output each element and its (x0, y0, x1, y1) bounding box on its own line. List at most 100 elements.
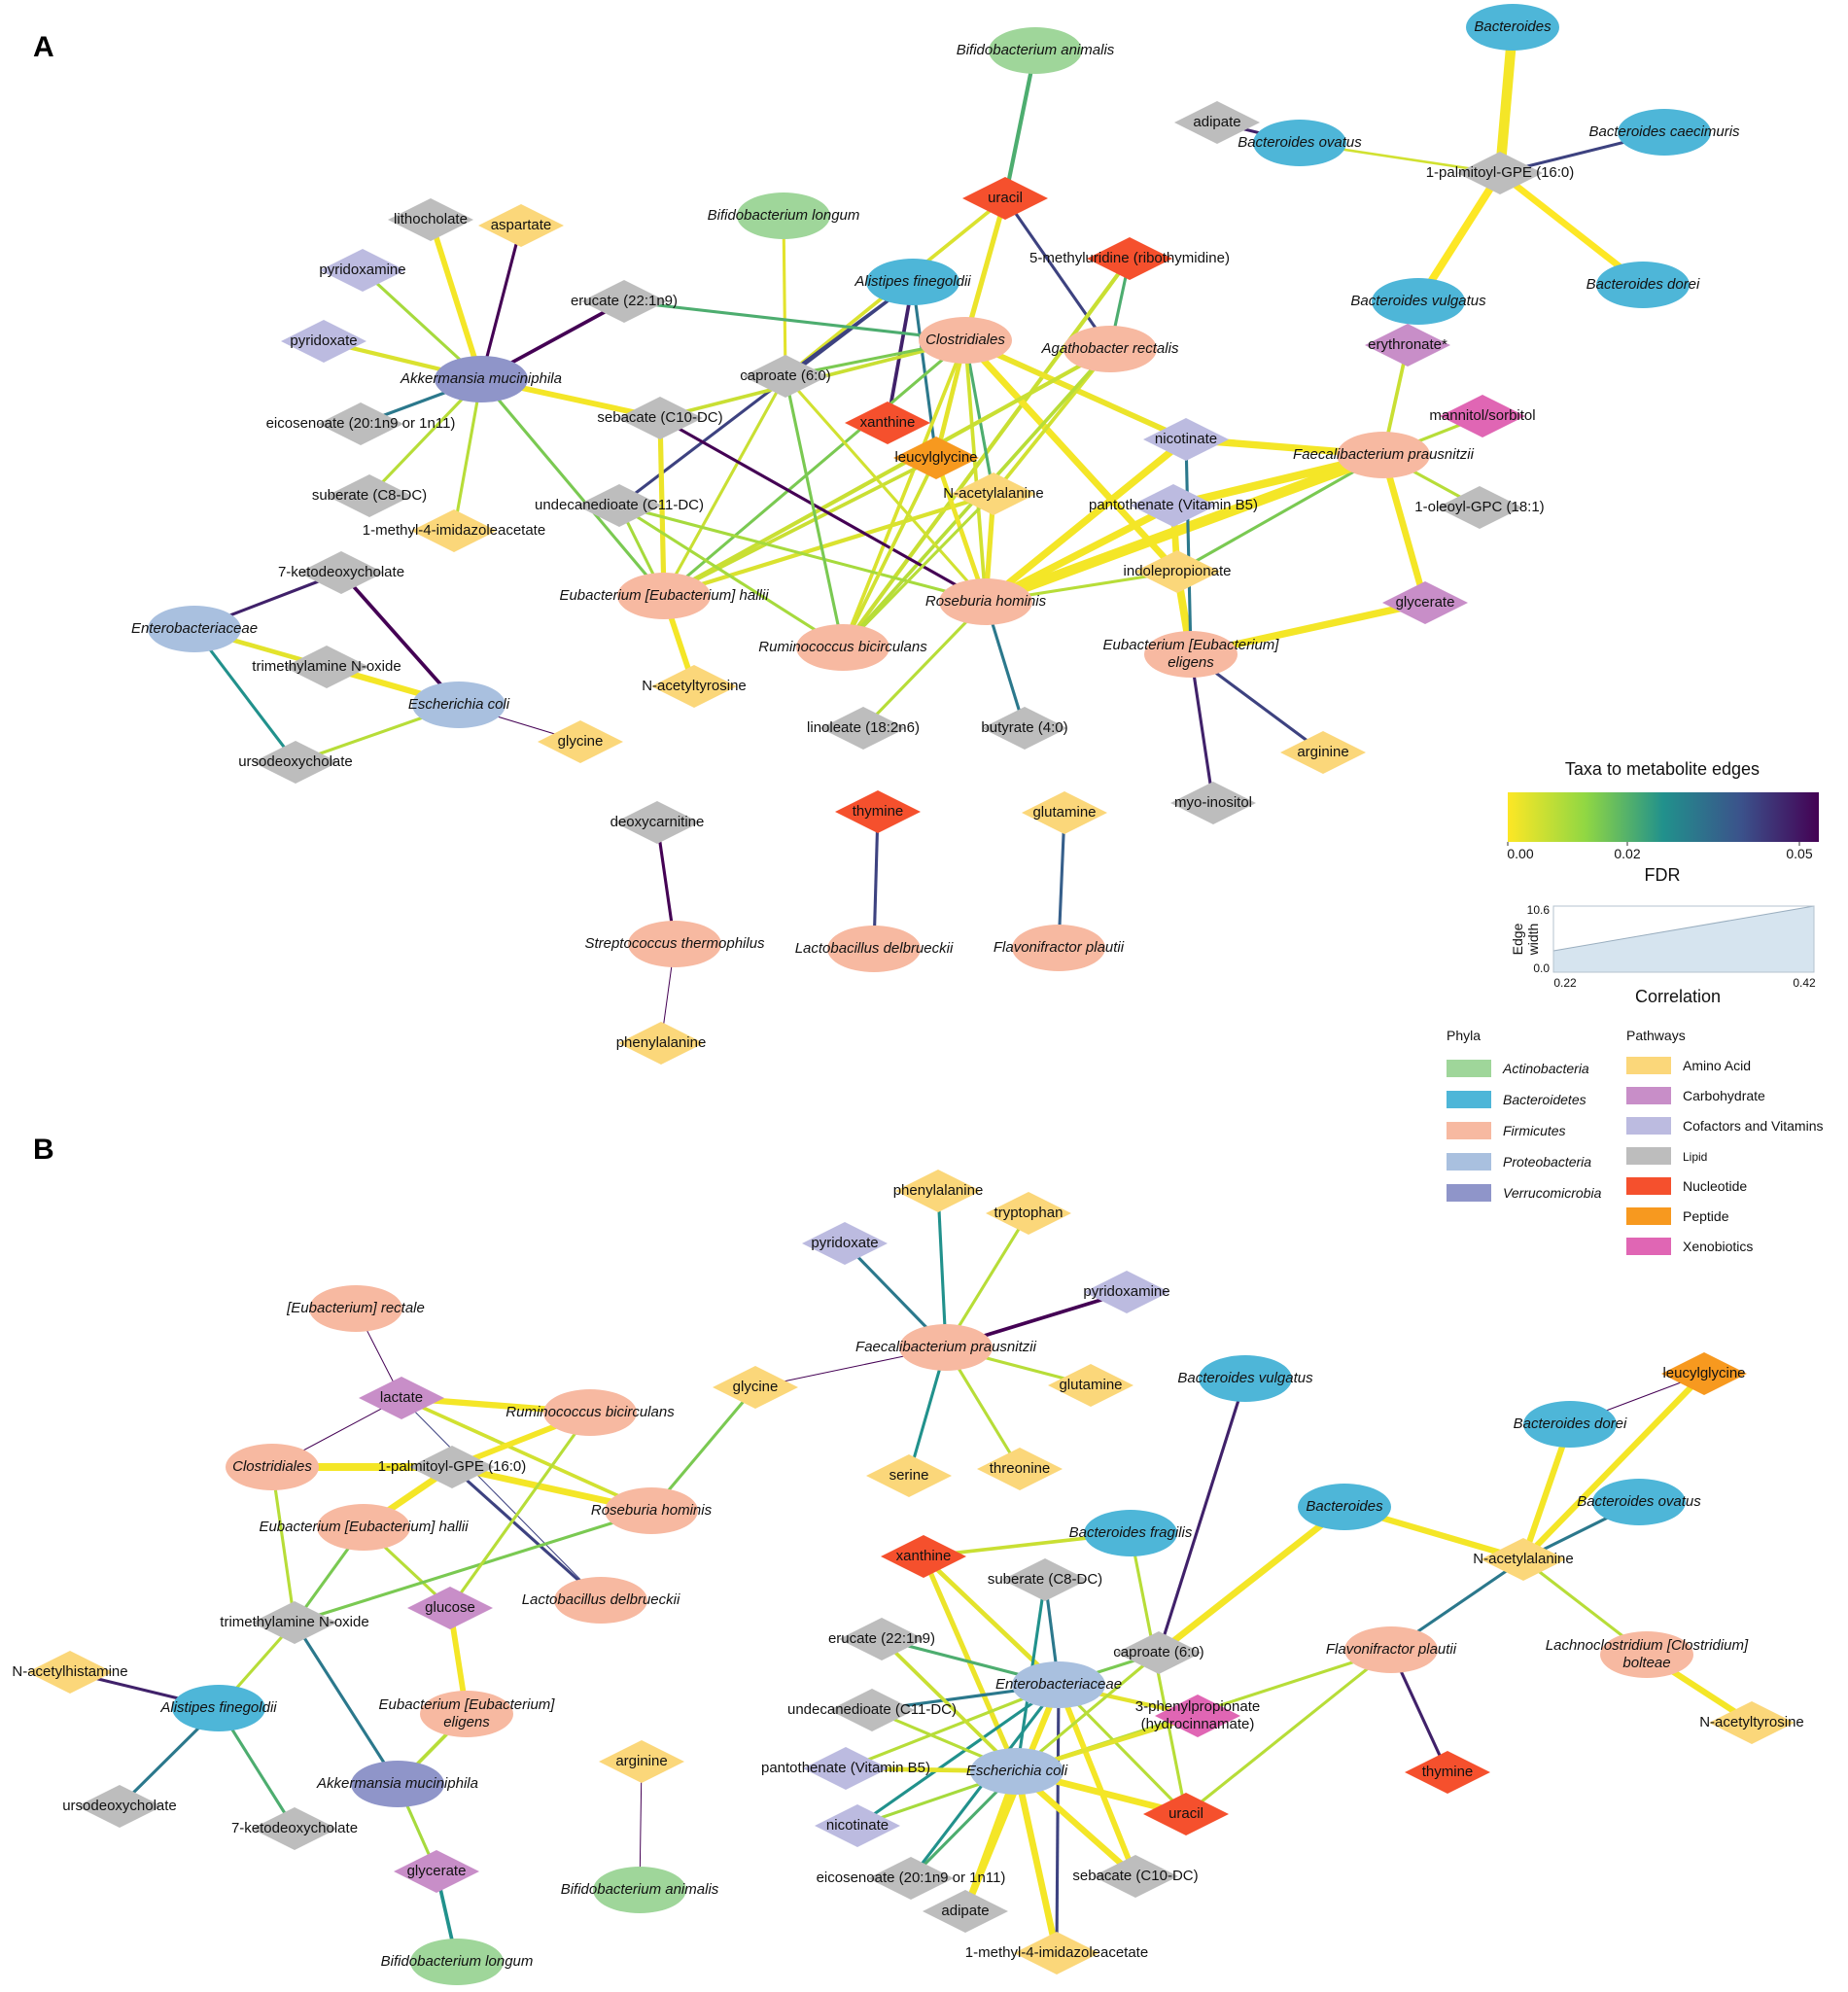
node-a_akk[interactable]: Akkermansia muciniphila (400, 356, 562, 402)
node-b_bifanim[interactable]: Bifidobacterium animalis (561, 1867, 719, 1913)
node-b_glucose[interactable]: glucose (407, 1587, 493, 1629)
node-b_rumino[interactable]: Ruminococcus bicirculans (506, 1389, 675, 1436)
node-a_phe[interactable]: phenylalanine (616, 1022, 707, 1065)
node-b_eueli[interactable]: Eubacterium [Eubacterium]eligens (379, 1691, 556, 1737)
node-a_suber[interactable]: suberate (C8-DC) (312, 474, 427, 517)
node-b_bact[interactable]: Bacteroides (1298, 1484, 1391, 1530)
node-a_glycine[interactable]: glycine (538, 720, 623, 763)
node-b_nacehis[interactable]: N-acetylhistamine (12, 1651, 128, 1694)
node-a_nactyr[interactable]: N-acetyltyrosine (642, 665, 747, 708)
node-b_clost[interactable]: Clostridiales (226, 1444, 319, 1490)
node-a_thym[interactable]: thymine (835, 790, 921, 833)
node-b_euberec[interactable]: [Eubacterium] rectale (286, 1285, 425, 1332)
node-a_panto[interactable]: pantothenate (Vitamin B5) (1089, 484, 1258, 527)
node-b_nactyr[interactable]: N-acetyltyrosine (1699, 1701, 1804, 1744)
node-b_threo[interactable]: threonine (977, 1448, 1063, 1490)
node-a_sebac[interactable]: sebacate (C10-DC) (597, 397, 723, 439)
node-a_clost[interactable]: Clostridiales (919, 317, 1012, 364)
node-b_pyrdxm[interactable]: pyridoxamine (1083, 1271, 1170, 1313)
node-a_bact_dore[interactable]: Bacteroides dorei (1586, 262, 1700, 308)
node-b_phe[interactable]: phenylalanine (893, 1170, 984, 1212)
node-a_alist[interactable]: Alistipes finegoldii (854, 259, 971, 305)
node-a_eicos[interactable]: eicosenoate (20:1n9 or 1n11) (266, 402, 456, 445)
node-b_bovat[interactable]: Bacteroides ovatus (1577, 1479, 1701, 1525)
node-a_bact_caec[interactable]: Bacteroides caecimuris (1588, 109, 1740, 156)
node-b_arg[interactable]: arginine (599, 1740, 684, 1783)
node-a_erucate[interactable]: erucate (22:1n9) (571, 280, 678, 323)
node-b_eicos[interactable]: eicosenoate (20:1n9 or 1n11) (817, 1857, 1006, 1900)
node-a_tmao[interactable]: trimethylamine N-oxide (252, 646, 401, 688)
node-a_adipate[interactable]: adipate (1174, 101, 1260, 144)
node-b_ecoli[interactable]: Escherichia coli (966, 1748, 1068, 1795)
node-b_serine[interactable]: serine (866, 1454, 952, 1497)
node-a_arg[interactable]: arginine (1280, 731, 1366, 774)
node-b_undec[interactable]: undecanedioate (C11-DC) (787, 1689, 957, 1731)
node-a_xanth[interactable]: xanthine (845, 402, 930, 444)
node-a_capro[interactable]: caproate (6:0) (740, 355, 831, 398)
node-b_suber[interactable]: suberate (C8-DC) (988, 1558, 1102, 1601)
node-b_adipate[interactable]: adipate (923, 1890, 1008, 1933)
node-b_tmao[interactable]: trimethylamine N-oxide (220, 1601, 369, 1644)
node-a_7keto[interactable]: 7-ketodeoxycholate (278, 551, 404, 594)
node-b_glycine[interactable]: glycine (713, 1366, 798, 1409)
node-b_euhall[interactable]: Eubacterium [Eubacterium] hallii (259, 1504, 469, 1551)
node-a_eueli[interactable]: Eubacterium [Eubacterium]eligens (1103, 631, 1280, 678)
node-b_lacto[interactable]: Lactobacillus delbrueckii (522, 1577, 680, 1624)
node-a_agath[interactable]: Agathobacter rectalis (1041, 326, 1179, 372)
node-a_deoxyc[interactable]: deoxycarnitine (610, 801, 705, 844)
node-b_xanth[interactable]: xanthine (881, 1535, 966, 1578)
node-a_ecoli[interactable]: Escherichia coli (408, 681, 510, 728)
node-b_bdore[interactable]: Bacteroides dorei (1514, 1401, 1627, 1448)
node-b_phenprop[interactable]: 3-phenylpropionate(hydrocinnamate) (1135, 1695, 1260, 1737)
node-b_rosebu[interactable]: Roseburia hominis (591, 1487, 713, 1534)
node-a_bif_long[interactable]: Bifidobacterium longum (708, 192, 860, 239)
node-a_bact[interactable]: Bacteroides (1466, 4, 1559, 51)
node-a_aspart[interactable]: aspartate (478, 204, 564, 247)
node-a_mannit[interactable]: mannitol/sorbitol (1429, 395, 1536, 437)
node-b_lactate[interactable]: lactate (359, 1377, 444, 1419)
node-a_palm[interactable]: 1-palmitoyl-GPE (16:0) (1426, 152, 1575, 194)
node-b_trp[interactable]: tryptophan (986, 1192, 1071, 1235)
node-b_panto[interactable]: pantothenate (Vitamin B5) (761, 1747, 930, 1790)
node-a_linol[interactable]: linoleate (18:2n6) (807, 707, 920, 750)
node-b_erucate[interactable]: erucate (22:1n9) (828, 1618, 935, 1660)
node-a_glutam[interactable]: glutamine (1022, 791, 1107, 834)
node-a_myo[interactable]: myo-inositol (1170, 782, 1256, 824)
node-b_akk[interactable]: Akkermansia muciniphila (316, 1761, 478, 1807)
node-a_entero[interactable]: Enterobacteriaceae (131, 606, 258, 652)
node-a_methim[interactable]: 1-methyl-4-imidazoleacetate (363, 509, 545, 552)
node-b_alist[interactable]: Alistipes finegoldii (159, 1685, 277, 1731)
node-a_nacala[interactable]: N-acetylalanine (943, 472, 1044, 515)
node-a_euhall[interactable]: Eubacterium [Eubacterium] hallii (559, 573, 769, 619)
node-a_undec[interactable]: undecanedioate (C11-DC) (535, 484, 704, 527)
node-a_rosebu[interactable]: Roseburia hominis (925, 578, 1047, 625)
node-b_bvulg[interactable]: Bacteroides vulgatus (1177, 1355, 1313, 1402)
node-a_faecal[interactable]: Faecalibacterium prausnitzii (1293, 432, 1475, 478)
node-a_nicot[interactable]: nicotinate (1143, 418, 1229, 461)
node-b_urso[interactable]: ursodeoxycholate (62, 1785, 177, 1828)
node-a_rumino[interactable]: Ruminococcus bicirculans (758, 624, 927, 671)
node-b_faecal[interactable]: Faecalibacterium prausnitzii (855, 1324, 1037, 1371)
node-b_entero[interactable]: Enterobacteriaceae (995, 1661, 1122, 1708)
node-a_butyr[interactable]: butyrate (4:0) (981, 707, 1068, 750)
node-b_pyrdxt[interactable]: pyridoxate (802, 1222, 888, 1265)
node-a_flavo[interactable]: Flavonifractor plautii (994, 925, 1125, 971)
node-b_biflong[interactable]: Bifidobacterium longum (381, 1939, 534, 1985)
node-a_lithoc[interactable]: lithocholate (388, 198, 473, 241)
node-a_pyrdxt[interactable]: pyridoxate (281, 320, 366, 363)
node-a_methur[interactable]: 5-methyluridine (ribothymidine) (1029, 237, 1230, 280)
node-b_sebac[interactable]: sebacate (C10-DC) (1072, 1855, 1199, 1898)
node-a_bact_ovat[interactable]: Bacteroides ovatus (1238, 120, 1362, 166)
node-a_urso[interactable]: ursodeoxycholate (238, 741, 353, 784)
node-b_7keto[interactable]: 7-ketodeoxycholate (231, 1807, 358, 1850)
node-b_uracil[interactable]: uracil (1143, 1793, 1229, 1835)
node-b_lachno[interactable]: Lachnoclostridium [Clostridium]bolteae (1546, 1631, 1749, 1678)
node-a_leucyl[interactable]: leucylglycine (893, 437, 979, 479)
node-a_bact_vulg[interactable]: Bacteroides vulgatus (1350, 278, 1486, 325)
node-b_bfrag[interactable]: Bacteroides fragilis (1069, 1510, 1193, 1556)
node-b_flavo[interactable]: Flavonifractor plautii (1326, 1626, 1457, 1673)
node-a_strep[interactable]: Streptococcus thermophilus (584, 921, 765, 967)
node-b_glutam[interactable]: glutamine (1048, 1364, 1133, 1407)
node-a_lacto[interactable]: Lactobacillus delbrueckii (795, 926, 954, 972)
node-b_thym[interactable]: thymine (1405, 1751, 1490, 1794)
